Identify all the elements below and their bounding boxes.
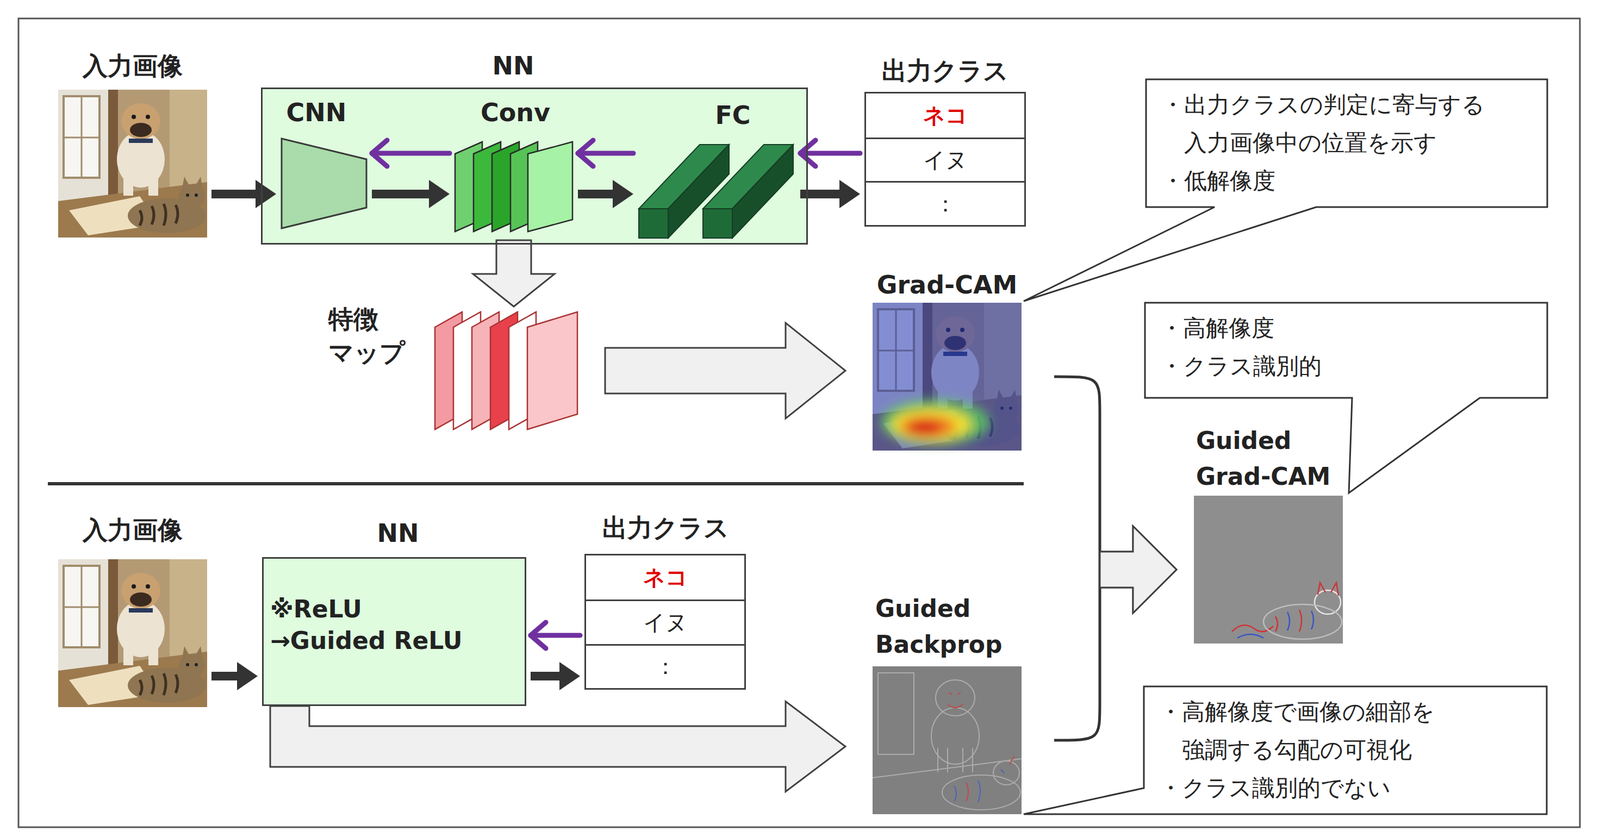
callout-box: ・高解像度・クラス識別的 xyxy=(1144,302,1548,398)
class-cell: ： xyxy=(866,181,1025,226)
forward-arrow xyxy=(530,662,581,691)
cell-text: ネコ xyxy=(643,562,688,593)
guided-backprop-photo xyxy=(872,666,1022,815)
separator-line xyxy=(47,482,1024,486)
input-photo xyxy=(58,559,208,708)
class-cell: イヌ xyxy=(866,137,1025,182)
merge-bracket xyxy=(1054,526,1177,741)
output-table: 出力クラスネコイヌ： xyxy=(864,91,1026,227)
gradient-arrow xyxy=(530,622,581,649)
heading: Guided Backprop xyxy=(875,590,1025,663)
fc-block: FC xyxy=(637,142,796,240)
callout-text: ・出力クラスの判定に寄与する 入力画像中の位置を示す xyxy=(1161,85,1537,163)
cnn-block: CNN xyxy=(280,137,368,230)
callout-box: ・出力クラスの判定に寄与する 入力画像中の位置を示す・低解像度 xyxy=(1146,79,1548,208)
gradcam-illustration xyxy=(872,302,1022,451)
callout-text: ・クラス識別的でない xyxy=(1159,769,1536,808)
heading: 出力クラス xyxy=(881,55,1009,86)
cell-text: ネコ xyxy=(923,100,968,131)
guided-gradcam-photo xyxy=(1193,495,1343,644)
forward-arrow xyxy=(800,179,861,209)
class-cell: ネコ xyxy=(866,93,1025,138)
callout-text: ・低解像度 xyxy=(1161,162,1537,201)
network-box: NNCNNConvFC xyxy=(260,87,808,245)
gradient-arrow xyxy=(577,140,634,167)
cell-text: イヌ xyxy=(923,145,968,176)
heading: Conv xyxy=(480,97,551,128)
feature-map: 特徴 マップ xyxy=(433,310,579,431)
feature-arrow xyxy=(472,240,555,307)
fc-block-shape xyxy=(637,142,796,240)
gradient-arrow xyxy=(371,140,450,167)
guided-backprop-image: Guided Backprop xyxy=(872,666,1022,815)
callout-outline xyxy=(1023,686,1547,815)
callout-text: ・高解像度 xyxy=(1160,309,1537,348)
class-cell: ： xyxy=(586,644,745,689)
heading: 入力画像 xyxy=(82,515,183,546)
class-cell: ネコ xyxy=(586,555,745,600)
heading: 特徴 マップ xyxy=(328,302,416,370)
gradcam-image: Grad-CAM xyxy=(872,302,1022,451)
feature-arrow xyxy=(605,322,846,419)
network-fill xyxy=(262,557,527,707)
callout-text: ・高解像度で画像の細部を 強調する勾配の可視化 xyxy=(1159,693,1536,770)
outer-frame xyxy=(18,18,1580,828)
heading: NN xyxy=(492,51,535,82)
callout-outline xyxy=(1023,79,1548,302)
conv-block-shape xyxy=(453,140,574,233)
network-box: NN※ReLU →Guided ReLU xyxy=(262,557,527,707)
heading: 出力クラス xyxy=(602,513,730,544)
heading: 入力画像 xyxy=(82,51,183,82)
heading: Guided Grad-CAM xyxy=(1196,422,1346,495)
guided-gradcam-image: Guided Grad-CAM xyxy=(1193,495,1343,644)
network-fill xyxy=(260,87,808,245)
heading: FC xyxy=(714,100,751,131)
input-photo xyxy=(58,89,208,238)
callout-text: ・クラス識別的 xyxy=(1160,347,1537,386)
cell-text: ： xyxy=(654,651,677,682)
gradient-arrow xyxy=(800,140,861,167)
conv-block: Conv xyxy=(453,140,574,233)
output-table: 出力クラスネコイヌ： xyxy=(584,553,746,690)
guided-arrow xyxy=(270,701,846,793)
class-cell: イヌ xyxy=(586,599,745,644)
heading: NN xyxy=(377,518,420,549)
forward-arrow xyxy=(211,662,258,691)
cnn-block-shape xyxy=(280,137,368,230)
heading: CNN xyxy=(286,97,347,128)
forward-arrow xyxy=(577,179,634,209)
input-image: 入力画像 xyxy=(58,559,208,708)
feature-map-shape xyxy=(433,310,579,431)
forward-arrow xyxy=(211,179,277,209)
cell-text: ： xyxy=(934,189,957,220)
cell-text: イヌ xyxy=(643,607,688,638)
body-text: ※ReLU →Guided ReLU xyxy=(270,593,465,657)
forward-arrow xyxy=(371,179,450,209)
merge-bracket xyxy=(1054,376,1177,614)
callout-box: ・高解像度で画像の細部を 強調する勾配の可視化・クラス識別的でない xyxy=(1143,686,1547,815)
heading: Grad-CAM xyxy=(876,270,1018,301)
input-image: 入力画像 xyxy=(58,89,208,238)
